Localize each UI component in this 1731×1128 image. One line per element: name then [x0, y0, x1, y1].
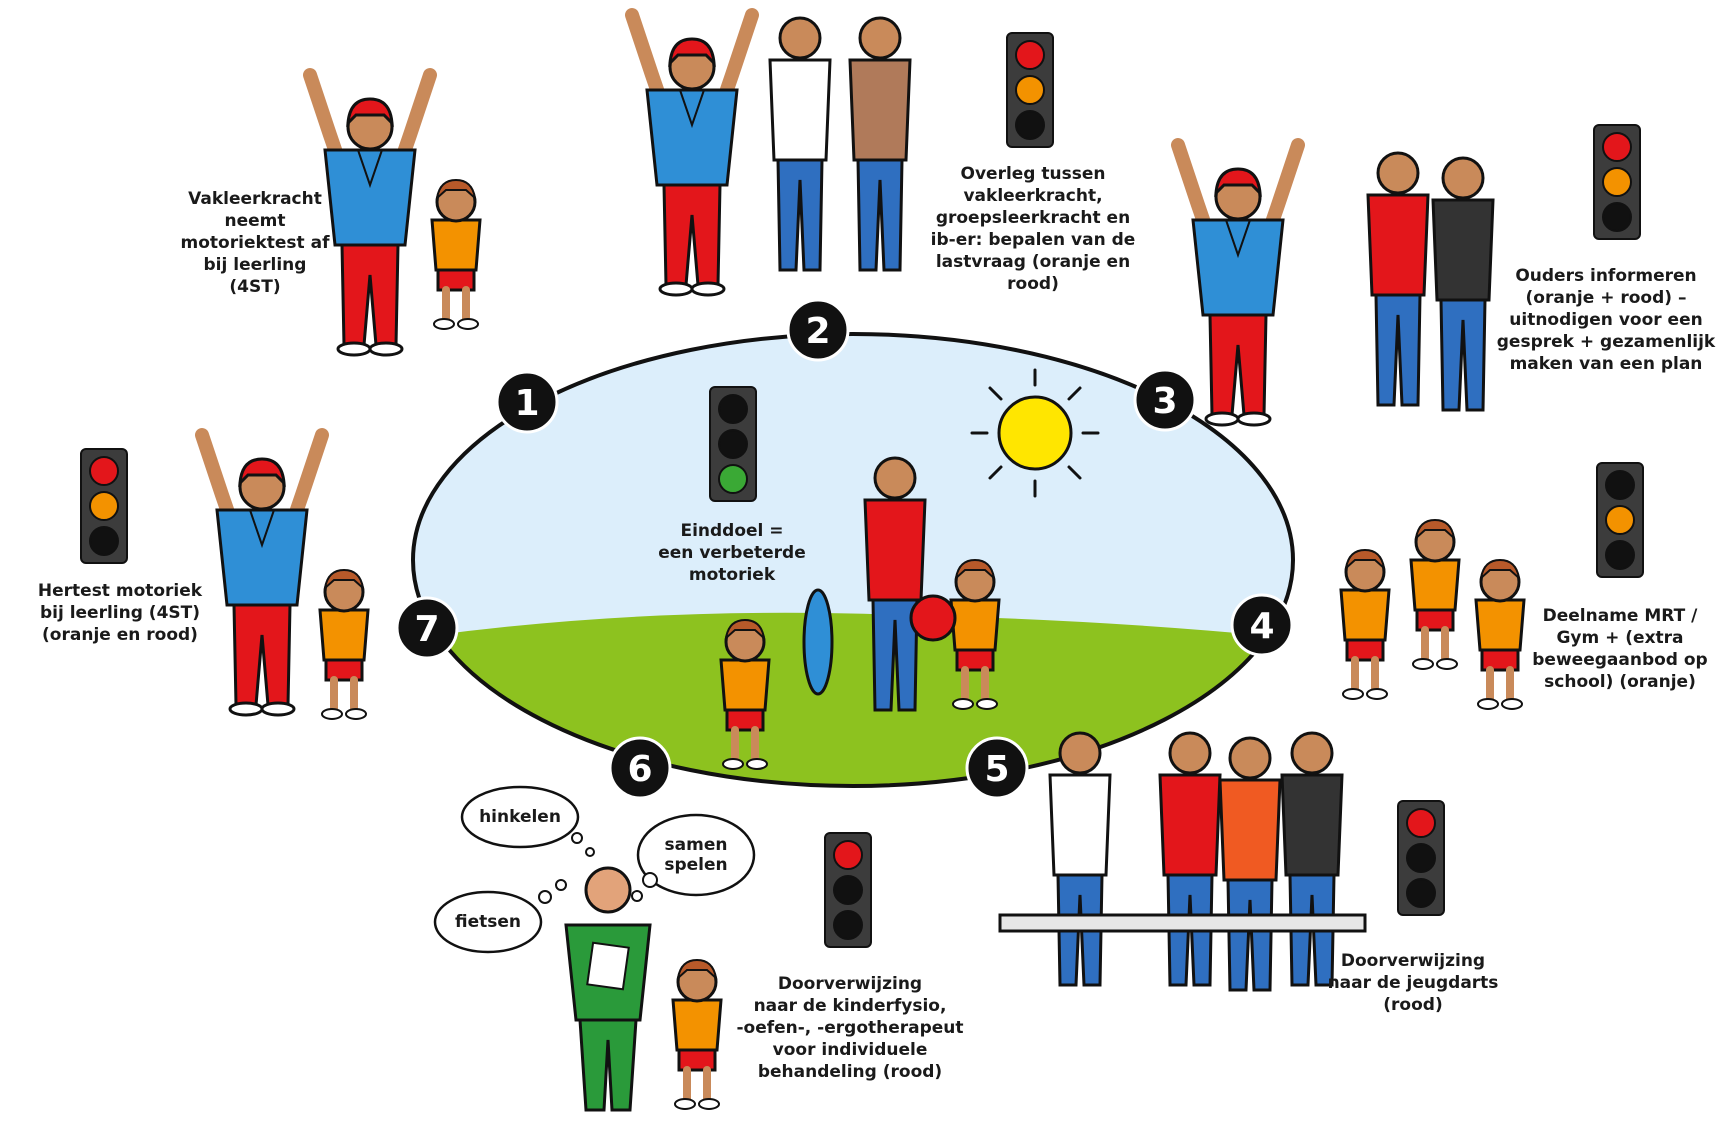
colleague-figure-step2 [768, 16, 832, 272]
table [998, 913, 1367, 933]
thought-bubbles [433, 785, 756, 954]
traffic-light-step-4-lamp-2-orange [1605, 505, 1635, 535]
traffic-light-step-7-lamp-3-off [89, 526, 119, 556]
step-4-caption: Deelname MRT / Gym + (extra beweegaanbod… [1532, 606, 1708, 692]
doctor-meeting-step5 [998, 731, 1367, 992]
thought-bubble-3 [433, 890, 543, 954]
traffic-light-step-4-lamp-3-off [1605, 540, 1635, 570]
step-number-5: 5 [984, 749, 1009, 790]
step-number-3: 3 [1152, 381, 1177, 422]
step-6-caption: Doorverwijzing naar de kinderfysio, -oef… [736, 974, 964, 1082]
traffic-light-step-2 [1006, 32, 1054, 148]
traffic-light-step-4 [1596, 462, 1644, 578]
traffic-light-step-6-lamp-3-off [833, 910, 863, 940]
step-5-caption: Doorverwijzing naar de jeugdarts (rood) [1327, 951, 1499, 1015]
ball [909, 594, 957, 642]
traffic-light-step-5-lamp-2-off [1406, 843, 1436, 873]
thought-bubble-1 [460, 785, 580, 849]
step-badge-7: 7 [395, 596, 459, 660]
traffic-light-step-5-lamp-1-red [1406, 808, 1436, 838]
step-badge-5: 5 [965, 736, 1029, 800]
teacher-figure-step2 [632, 15, 752, 295]
traffic-light-step-3 [1593, 124, 1641, 240]
step-badge-6: 6 [608, 736, 672, 800]
thought-hinkelen: hinkelen [479, 807, 561, 827]
central-group [721, 456, 999, 769]
step-badge-2: 2 [786, 298, 850, 362]
step-badge-3: 3 [1133, 368, 1197, 432]
center-caption: Einddoel = een verbeterde motoriek [658, 521, 806, 585]
skateboard [802, 588, 834, 696]
step-badge-1: 1 [495, 370, 559, 434]
traffic-light-center-lamp-3-green [718, 464, 748, 494]
parent-figure-1 [1366, 151, 1430, 407]
traffic-light-step-6-lamp-2-off [833, 875, 863, 905]
step-number-4: 4 [1249, 606, 1274, 647]
traffic-light-center-lamp-1-off [718, 394, 748, 424]
traffic-light-step-2-lamp-2-orange [1015, 75, 1045, 105]
step-badge-4: 4 [1230, 593, 1294, 657]
traffic-light-step-3-lamp-3-off [1602, 202, 1632, 232]
step-3-caption: Ouders informeren (oranje + rood) – uitn… [1496, 266, 1716, 374]
thought-bubble-2 [636, 813, 756, 897]
step-number-2: 2 [805, 311, 830, 352]
teacher-figure-step7 [202, 435, 322, 715]
kid-figure-step7 [320, 570, 368, 719]
traffic-light-step-2-lamp-1-red [1015, 40, 1045, 70]
step-1-caption: Vakleerkracht neemt motoriektest af bij … [180, 189, 330, 297]
kid-figure-step1 [432, 180, 480, 329]
thought-samen-spelen: samen spelen [664, 835, 728, 875]
step-number-1: 1 [514, 383, 539, 424]
kids-group-step4 [1341, 520, 1524, 709]
traffic-light-step-7 [80, 448, 128, 564]
parent-figure-2 [1431, 156, 1495, 412]
step-number-6: 6 [627, 749, 652, 790]
kid-figure-step6 [673, 960, 721, 1109]
traffic-light-step-3-lamp-1-red [1602, 132, 1632, 162]
teacher-figure-step3 [1178, 145, 1298, 425]
traffic-light-step-5-lamp-3-off [1406, 878, 1436, 908]
traffic-light-step-7-lamp-1-red [89, 456, 119, 486]
step-2-caption: Overleg tussen vakleerkracht, groepsleer… [930, 164, 1136, 294]
traffic-light-step-6-lamp-1-red [833, 840, 863, 870]
traffic-light-center-lamp-2-off [718, 429, 748, 459]
ib-er-figure-step2 [848, 16, 912, 272]
step-7-caption: Hertest motoriek bij leerling (4ST) (ora… [37, 581, 203, 645]
grass [413, 612, 1293, 786]
traffic-light-step-4-lamp-1-off [1605, 470, 1635, 500]
traffic-light-center [709, 386, 757, 502]
thought-fietsen: fietsen [454, 912, 521, 932]
therapist-figure-step6 [564, 866, 652, 1112]
traffic-light-step-2-lamp-3-off [1015, 110, 1045, 140]
traffic-light-step-6 [824, 832, 872, 948]
sun-icon [970, 368, 1100, 498]
traffic-light-step-7-lamp-2-orange [89, 491, 119, 521]
traffic-light-step-5 [1397, 800, 1445, 916]
traffic-light-step-3-lamp-2-orange [1602, 167, 1632, 197]
step-number-7: 7 [414, 609, 439, 650]
